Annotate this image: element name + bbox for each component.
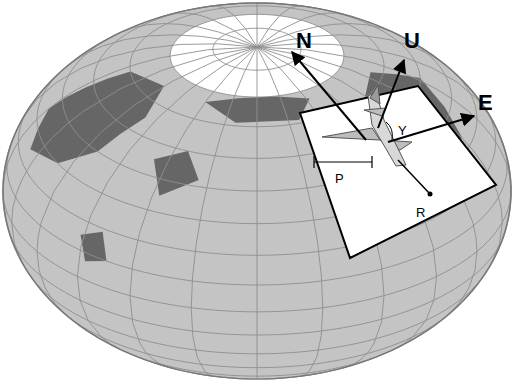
- axis-label: Y: [398, 124, 407, 137]
- roll-point: [428, 192, 433, 197]
- up-axis: [378, 60, 404, 128]
- aircraft-tail: [370, 85, 380, 104]
- pitch-dimension: [314, 161, 372, 162]
- globe-body: [3, 3, 511, 379]
- axis-label: E: [478, 92, 493, 114]
- globe-outline: [3, 3, 511, 379]
- axis-label: U: [404, 30, 420, 52]
- north-axis: [292, 52, 366, 140]
- pitch-tick: [313, 156, 314, 168]
- continent: [30, 72, 164, 164]
- globe: [3, 3, 511, 379]
- pitch-tick: [371, 156, 372, 168]
- axis-label: N: [296, 30, 312, 52]
- aircraft-wing: [322, 128, 380, 140]
- east-axis: [388, 116, 474, 142]
- graticule: [3, 3, 511, 379]
- local-plane: [300, 86, 496, 258]
- roll-axis: [398, 160, 430, 194]
- yaw-arc: [386, 122, 392, 140]
- continent: [154, 151, 199, 196]
- axis-label: P: [335, 172, 344, 185]
- tangent-plane: [292, 52, 496, 258]
- axis-label: R: [416, 206, 425, 219]
- continent: [205, 96, 309, 122]
